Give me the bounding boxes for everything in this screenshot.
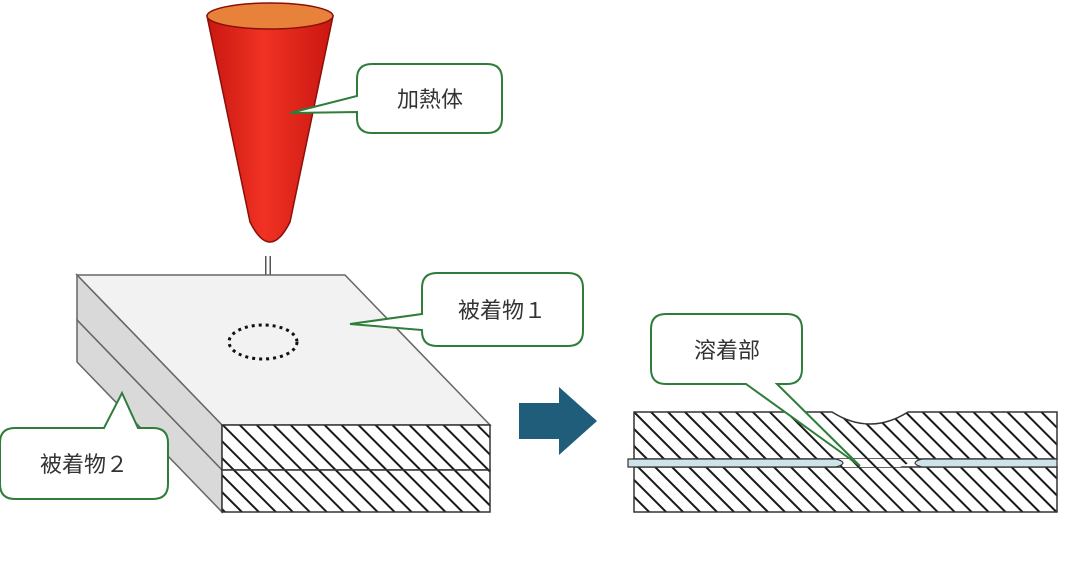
workpiece2-label: 被着物２ bbox=[40, 453, 128, 478]
heater-cone bbox=[206, 2, 334, 243]
right-arrow-icon bbox=[519, 387, 597, 455]
workpiece1-label: 被着物１ bbox=[458, 299, 546, 324]
weld-zone-callout: 溶着部 bbox=[650, 313, 861, 467]
heater-label: 加熱体 bbox=[397, 88, 463, 113]
heated-spot bbox=[227, 323, 299, 361]
weld-zone-label: 溶着部 bbox=[694, 339, 760, 364]
workpiece-stack bbox=[75, 273, 492, 514]
workpiece1-callout: 被着物１ bbox=[349, 272, 584, 347]
welded-cross-section bbox=[627, 411, 1058, 513]
workpiece2-callout: 被着物２ bbox=[0, 390, 169, 500]
heater-callout: 加熱体 bbox=[289, 63, 503, 134]
